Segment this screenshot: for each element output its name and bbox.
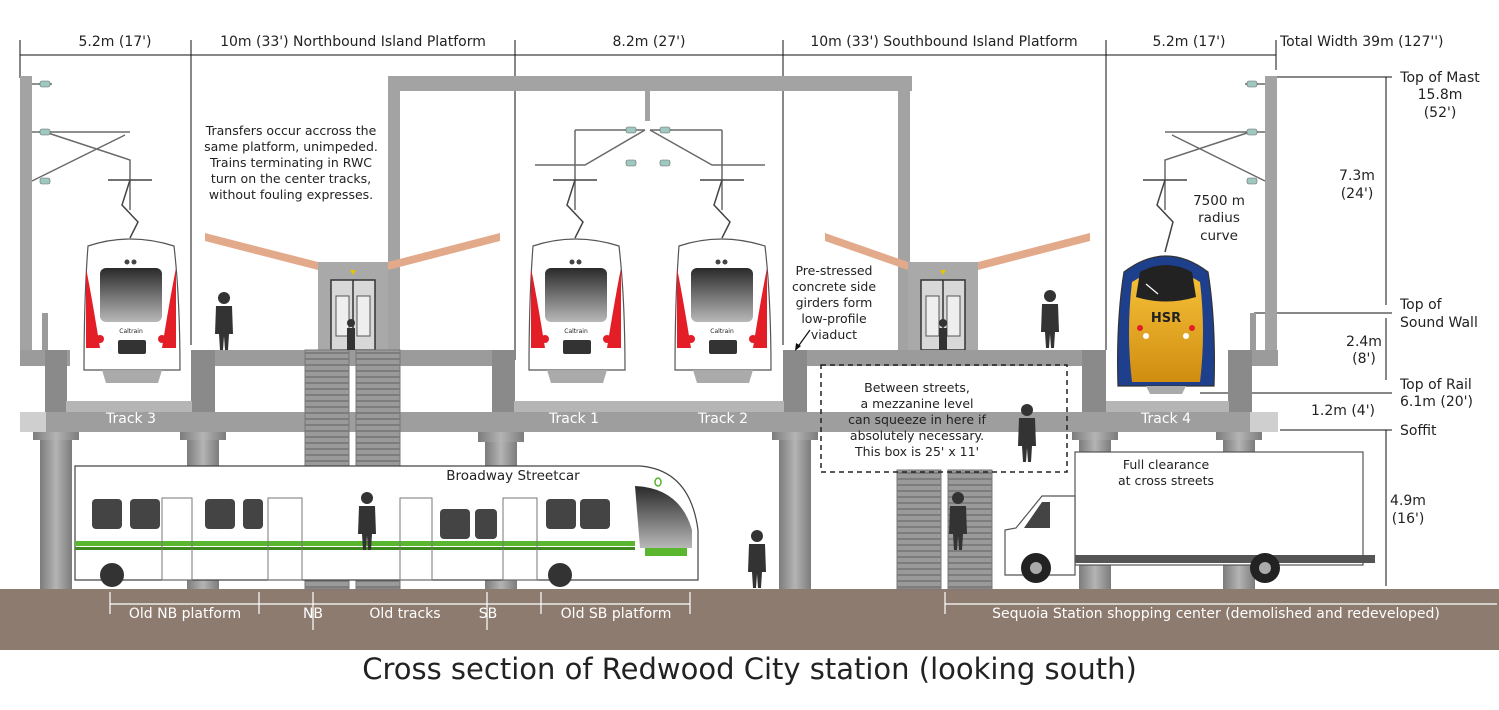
note-mezzanine: Between streets, a mezzanine level can s… xyxy=(848,380,986,459)
mast-west xyxy=(20,76,32,354)
note-transfers-line-3: Trains terminating in RWC xyxy=(209,155,372,170)
catenary-insulators xyxy=(39,80,1258,185)
dim-sb-platform: 10m (33') Southbound Island Platform xyxy=(810,34,1077,50)
note-clearance: Full clearance at cross streets xyxy=(1118,457,1214,488)
note-transfers-line-5: without fouling expresses. xyxy=(209,187,373,202)
note-transfers: Transfers occur accross the same platfor… xyxy=(204,123,378,202)
note-girders-line-3: girders form xyxy=(796,295,873,310)
top-of-sound-wall-label-2: Sound Wall xyxy=(1400,315,1478,331)
note-curve-line-3: curve xyxy=(1200,228,1238,244)
mezzanine-box xyxy=(820,364,1068,473)
note-mezzanine-line-4: absolutely necessary. xyxy=(850,428,984,443)
note-girders-line-4: low-profile xyxy=(801,311,867,326)
sequoia-label: Sequoia Station shopping center (demolis… xyxy=(992,606,1440,622)
mast-height-metric: 7.3m xyxy=(1339,168,1375,184)
diagram-caption: Cross section of Redwood City station (l… xyxy=(362,652,1137,686)
viaduct-deck xyxy=(20,313,1278,432)
note-clearance-line-2: at cross streets xyxy=(1118,473,1214,488)
top-of-mast-label: Top of Mast xyxy=(1399,70,1480,86)
station-cross-section: Caltrain Caltrain Caltrain HSR xyxy=(0,34,1499,650)
old-tracks-label: Old tracks xyxy=(369,606,440,622)
clearance-metric: 4.9m xyxy=(1390,493,1426,509)
hsr-train-track-4 xyxy=(1117,255,1215,394)
dim-total: Total Width 39m (127'') xyxy=(1279,34,1444,50)
note-curve-line-2: radius xyxy=(1198,210,1240,226)
mast-height-imperial: (24') xyxy=(1341,186,1374,202)
note-transfers-line-1: Transfers occur accross the xyxy=(205,123,377,138)
note-girders-line-1: Pre-stressed xyxy=(795,263,872,278)
note-girders: Pre-stressed concrete side girders form … xyxy=(792,263,876,342)
mast-east xyxy=(1265,76,1277,354)
ground xyxy=(0,589,1499,650)
canopy-sb xyxy=(825,233,1090,270)
sb-label: SB xyxy=(479,606,498,622)
nb-label: NB xyxy=(303,606,323,622)
right-dimensions: Top of Mast 15.8m (52') 7.3m (24') Top o… xyxy=(1311,70,1480,527)
people xyxy=(215,290,1059,588)
streetcar-label: Broadway Streetcar xyxy=(446,468,580,484)
caltrain-logo-track-3: Caltrain xyxy=(119,328,143,335)
dim-nb-platform: 10m (33') Northbound Island Platform xyxy=(220,34,486,50)
top-of-rail-value: 6.1m (20') xyxy=(1400,394,1473,410)
top-of-sound-wall-label-1: Top of xyxy=(1399,297,1443,313)
track-4-label: Track 4 xyxy=(1140,411,1191,427)
note-mezzanine-line-3: can squeeze in here if xyxy=(848,412,986,427)
broadway-streetcar xyxy=(74,465,699,587)
old-sb-platform-label: Old SB platform xyxy=(561,606,672,622)
note-transfers-line-4: turn on the center tracks, xyxy=(211,171,371,186)
caltrain-logo-track-2: Caltrain xyxy=(710,328,734,335)
ground-dimension-lines xyxy=(109,592,1497,630)
note-mezzanine-line-2: a mezzanine level xyxy=(861,396,974,411)
note-girders-line-2: concrete side xyxy=(792,279,876,294)
note-clearance-line-1: Full clearance xyxy=(1123,457,1210,472)
track-3-label: Track 3 xyxy=(105,411,156,427)
dim-west-side: 5.2m (17') xyxy=(79,34,152,50)
top-of-rail-label: Top of Rail xyxy=(1399,377,1472,393)
deck-depth: 1.2m (4') xyxy=(1311,403,1375,419)
dim-east-side: 5.2m (17') xyxy=(1153,34,1226,50)
caltrain-track-1 xyxy=(528,238,626,383)
note-curve-line-1: 7500 m xyxy=(1193,193,1245,209)
box-truck xyxy=(1004,451,1375,583)
caltrain-track-2 xyxy=(674,238,772,383)
portal-frame xyxy=(388,76,912,354)
note-mezzanine-line-1: Between streets, xyxy=(864,380,970,395)
track-2-label: Track 2 xyxy=(697,411,748,427)
dimension-lines xyxy=(19,40,1392,586)
caltrain-logo-track-1: Caltrain xyxy=(564,328,588,335)
top-of-mast-imperial: (52') xyxy=(1424,105,1457,121)
note-transfers-line-2: same platform, unimpeded. xyxy=(204,139,378,154)
sound-wall-height-metric: 2.4m xyxy=(1346,334,1382,350)
track-1-label: Track 1 xyxy=(548,411,599,427)
clearance-imperial: (16') xyxy=(1392,511,1425,527)
note-curve: 7500 m radius curve xyxy=(1193,193,1245,244)
hsr-logo: HSR xyxy=(1151,311,1181,326)
pantographs xyxy=(108,179,1187,253)
note-girders-line-5: viaduct xyxy=(811,327,857,342)
caltrain-track-3 xyxy=(83,238,181,383)
top-of-mast-metric: 15.8m xyxy=(1418,87,1463,103)
old-nb-platform-label: Old NB platform xyxy=(129,606,241,622)
escalator-sb-left xyxy=(896,469,942,590)
note-mezzanine-line-5: This box is 25' x 11' xyxy=(854,444,979,459)
dim-center: 8.2m (27') xyxy=(613,34,686,50)
soffit-label: Soffit xyxy=(1400,423,1437,439)
sound-wall-height-imperial: (8') xyxy=(1352,351,1376,367)
